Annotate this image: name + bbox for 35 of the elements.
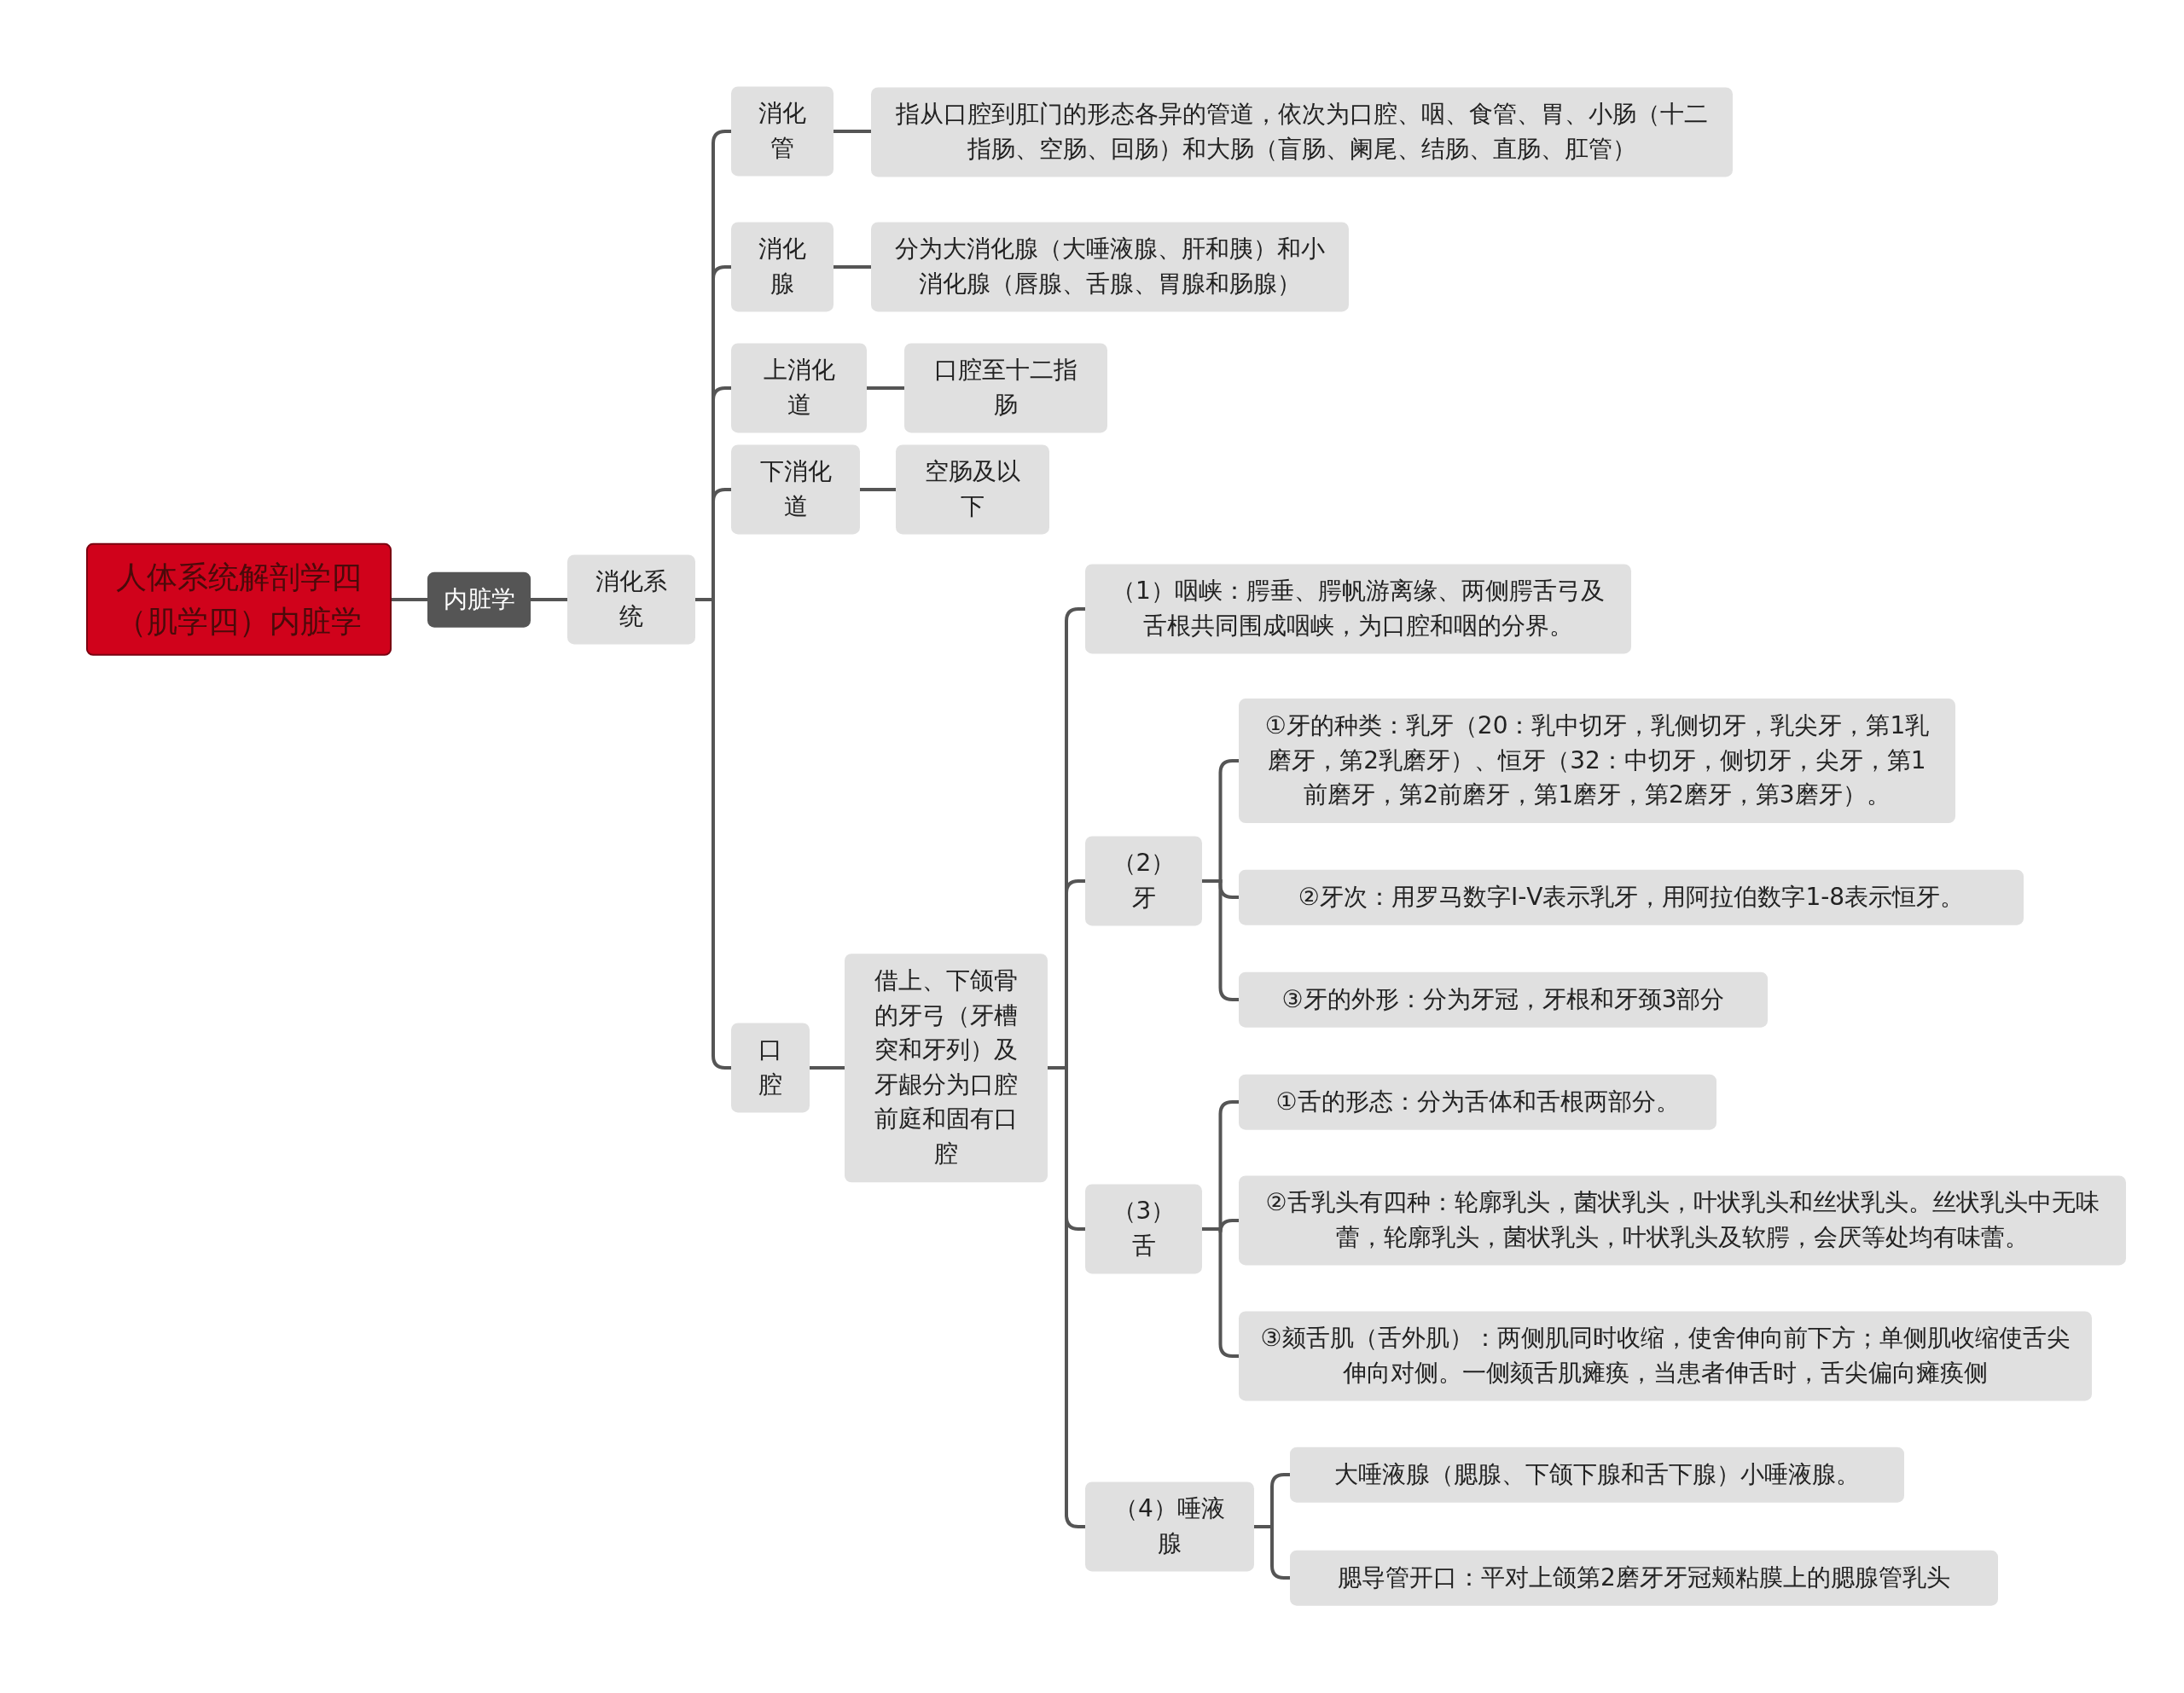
topic-box: 分为大消化腺（大唾液腺、肝和胰）和小消化腺（唇腺、舌腺、胃腺和肠腺） xyxy=(871,222,1349,312)
topic-box: 口腔至十二指肠 xyxy=(904,343,1107,433)
connector-line xyxy=(834,265,871,269)
topic-box: 内脏学 xyxy=(427,571,531,628)
topic-box: 消化管 xyxy=(731,86,834,177)
topic-box: 腮导管开口：平对上颌第2磨牙牙冠颊粘膜上的腮腺管乳头 xyxy=(1290,1550,1998,1606)
connector-line xyxy=(1202,1227,1239,1358)
topic-box: ②牙次：用罗马数字Ⅰ-Ⅴ表示乳牙，用阿拉伯数字1-8表示恒牙。 xyxy=(1239,869,2024,925)
topic-box: 上消化道 xyxy=(731,343,867,433)
connector-line xyxy=(1254,1525,1290,1580)
topic-box: 指从口腔到肛门的形态各异的管道，依次为口腔、咽、食管、胃、小肠（十二指肠、空肠、回肠）和大肠（盲肠、阑尾、结肠、直肠、肛管） xyxy=(871,87,1733,177)
root-topic-box: 人体系统解剖学四（肌学四）内脏学 xyxy=(86,542,392,657)
connector-line xyxy=(810,1066,845,1070)
topic-box: （4）唾液腺 xyxy=(1085,1481,1254,1572)
connector-line xyxy=(392,598,427,601)
topic-box: （2）牙 xyxy=(1085,836,1202,926)
connector-line xyxy=(867,386,904,390)
topic-box: 口腔 xyxy=(731,1023,810,1113)
topic-box: 消化系统 xyxy=(567,554,695,645)
topic-box: （3）舌 xyxy=(1085,1184,1202,1274)
topic-box: 空肠及以下 xyxy=(896,444,1049,535)
topic-box: 大唾液腺（腮腺、下颌下腺和舌下腺）小唾液腺。 xyxy=(1290,1447,1904,1503)
topic-box: 借上、下颌骨的牙弓（牙槽突和牙列）及牙龈分为口腔前庭和固有口腔 xyxy=(845,954,1048,1182)
topic-box: 下消化道 xyxy=(731,444,860,535)
topic-box: ①牙的种类：乳牙（20：乳中切牙，乳侧切牙，乳尖牙，第1乳磨牙，第2乳磨牙）、恒牙（32：中切牙，侧切牙，尖牙，第1前磨牙，第2前磨牙，第1磨牙，第2磨牙，第3磨牙）。 xyxy=(1239,699,1955,823)
connector-line xyxy=(834,130,871,133)
topic-box: ①舌的形态：分为舌体和舌根两部分。 xyxy=(1239,1074,1716,1130)
connector-line xyxy=(531,598,567,601)
connector-line xyxy=(1202,879,1239,1001)
topic-box: 消化腺 xyxy=(731,222,834,312)
topic-box: ③颏舌肌（舌外肌）：两侧肌同时收缩，使舍伸向前下方；单侧肌收缩使舌尖伸向对侧。一侧颏舌肌瘫痪，当患者伸舌时，舌尖偏向瘫痪侧 xyxy=(1239,1311,2092,1401)
topic-box: ③牙的外形：分为牙冠，牙根和牙颈3部分 xyxy=(1239,971,1768,1028)
topic-box: （1）咽峡：腭垂、腭帆游离缘、两侧腭舌弓及舌根共同围成咽峡，为口腔和咽的分界。 xyxy=(1085,564,1631,654)
topic-box: ②舌乳头有四种：轮廓乳头，菌状乳头，叶状乳头和丝状乳头。丝状乳头中无味蕾，轮廓乳头，菌状乳头，叶状乳头及软腭，会厌等处均有味蕾。 xyxy=(1239,1175,2126,1266)
connector-line xyxy=(860,488,896,491)
